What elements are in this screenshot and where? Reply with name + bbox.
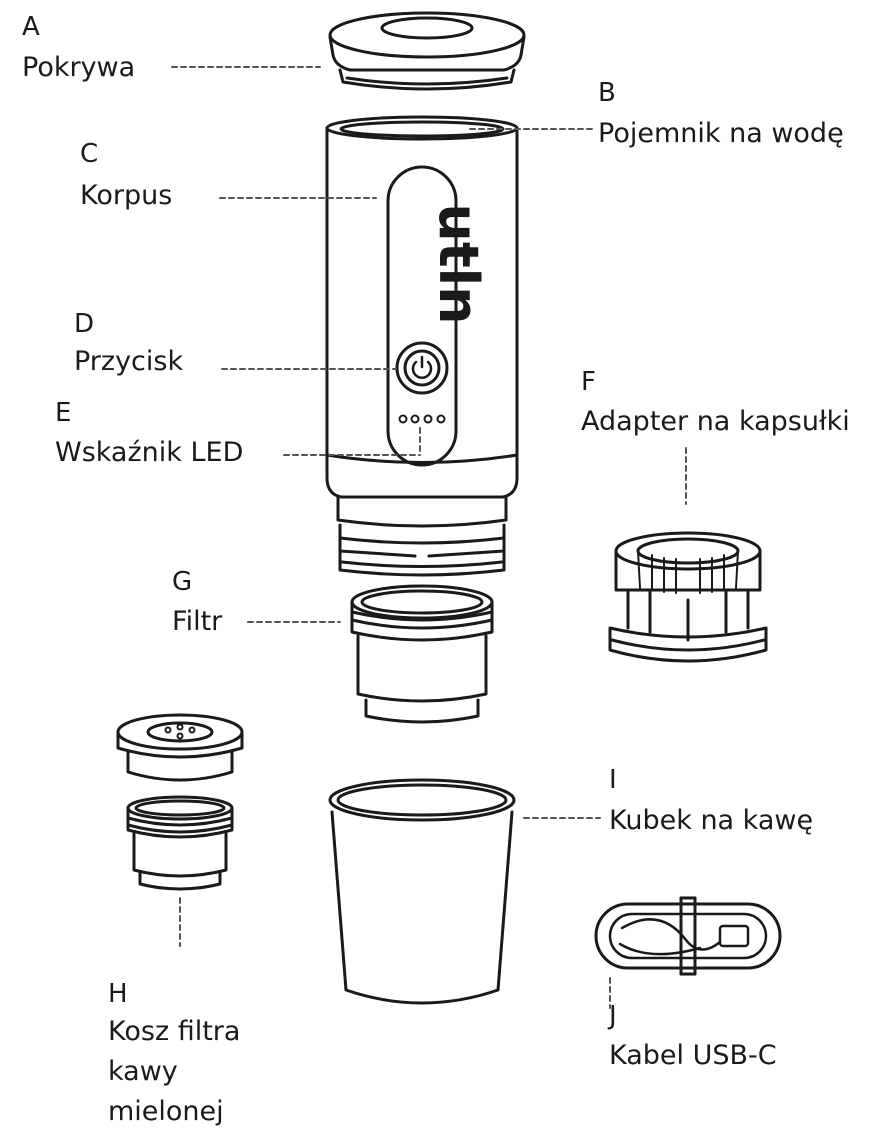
label-f-name: Adapter na kapsułki: [581, 406, 850, 437]
label-i-name: Kubek na kawę: [609, 805, 814, 836]
coffee-cup: [328, 778, 516, 1005]
label-e-name: Wskaźnik LED: [55, 437, 244, 468]
label-i-letter: I: [609, 765, 617, 795]
label-j-name: Kabel USB-C: [609, 1040, 777, 1071]
label-c-name: Korpus: [80, 180, 173, 211]
filter-filtr: [350, 584, 494, 724]
body-korpus: [325, 115, 519, 577]
leader-lines: [171, 66, 687, 1009]
label-h-name-line1: Kosz filtra: [108, 1016, 241, 1047]
lid-pokrywa: [328, 11, 526, 91]
label-h-name-line3: mielonej: [108, 1096, 224, 1127]
label-f-letter: F: [581, 367, 596, 397]
label-e-letter: E: [55, 398, 72, 428]
ground-coffee-basket: [116, 713, 244, 891]
body-logo: utln: [427, 203, 490, 324]
usb-c-cable: [594, 896, 782, 976]
label-c-letter: C: [80, 139, 99, 169]
label-b-name: Pojemnik na wodę: [598, 118, 844, 149]
label-h-name-line2: kawy: [108, 1056, 178, 1087]
label-g-letter: G: [172, 567, 193, 597]
label-g-name: Filtr: [172, 606, 223, 637]
label-b-letter: B: [598, 78, 616, 108]
capsule-adapter: [608, 531, 768, 663]
label-j-letter: J: [609, 1001, 617, 1031]
label-a-name: Pokrywa: [22, 52, 136, 83]
label-h-letter: H: [108, 979, 128, 1009]
label-d-letter: D: [74, 309, 95, 339]
label-d-name: Przycisk: [74, 346, 184, 377]
label-a-letter: A: [22, 12, 40, 42]
